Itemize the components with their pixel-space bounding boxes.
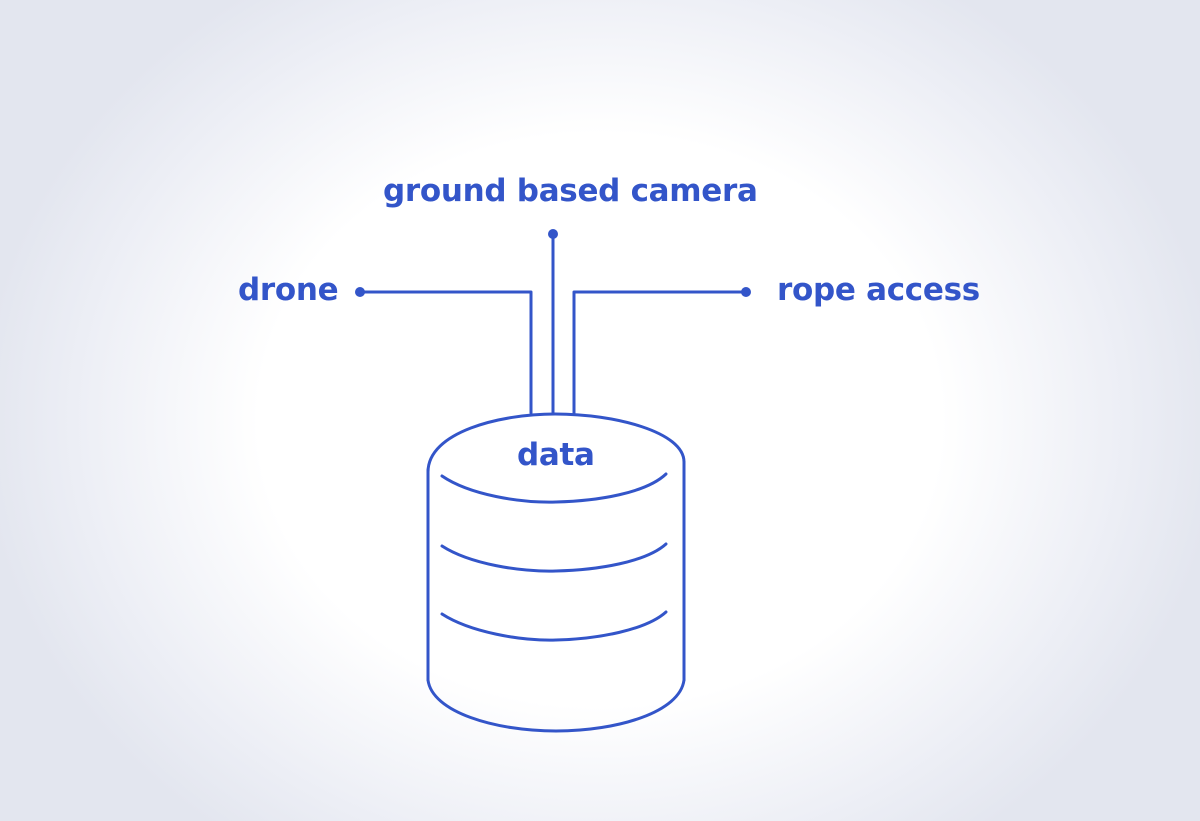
node-label-data: data [517,437,595,473]
node-label-drone: drone [238,272,339,308]
connector-camera-endpoint [548,229,558,239]
connector-rope-endpoint [741,287,751,297]
node-label-rope-access: rope access [777,272,980,308]
connector-rope-to-data [572,290,748,415]
database-icon [426,412,686,733]
node-label-ground-based-camera: ground based camera [383,173,758,209]
connector-drone-to-data [358,290,533,415]
connector-drone-endpoint [355,287,365,297]
